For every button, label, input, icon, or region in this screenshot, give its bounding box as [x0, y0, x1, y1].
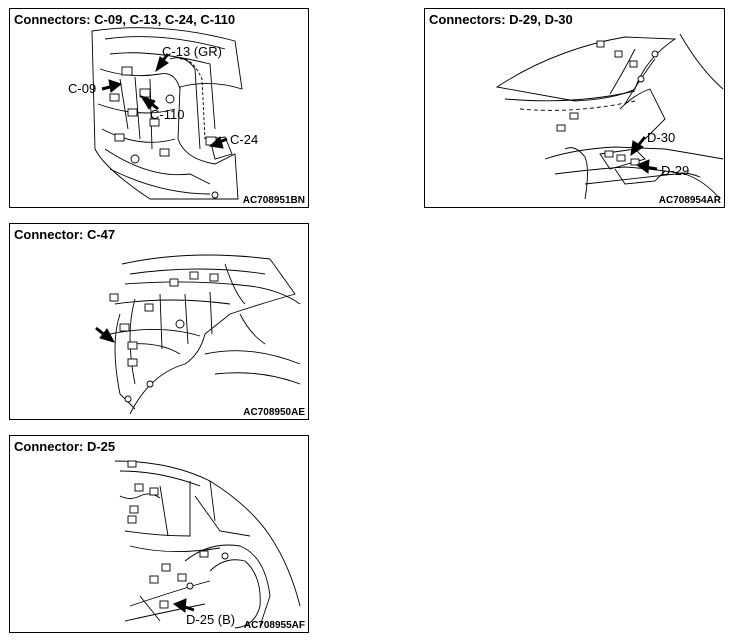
callout-c110: C-110: [150, 107, 184, 122]
figure-code: AC708955AF: [243, 620, 305, 631]
rear-door-area-wiring-illustration: D-25 (B): [114, 460, 301, 629]
instrument-panel-wiring-illustration: [95, 254, 301, 415]
diagram-panel-d25: Connector: D-25 D-25 (B): [9, 435, 309, 633]
callout-c24: C-24: [230, 132, 258, 147]
callout-d25: D-25 (B): [186, 612, 235, 627]
diagram-panel-c47: Connector: C-47 AC708950AE: [9, 223, 309, 420]
rear-body-wiring-illustration: D-30 D-29: [495, 33, 724, 200]
panel-title: Connector: C-47: [14, 227, 116, 242]
panel-title: Connectors: C-09, C-13, C-24, C-110: [14, 12, 236, 27]
diagram-panel-d29-d30: Connectors: D-29, D-30 D-30: [424, 8, 725, 208]
callout-c09: C-09: [68, 81, 96, 96]
figure-code: AC708951BN: [242, 195, 305, 206]
figure-code: AC708954AR: [658, 195, 721, 206]
callout-c13: C-13 (GR): [162, 44, 222, 59]
panel-title: Connectors: D-29, D-30: [429, 12, 573, 27]
figure-code: AC708950AE: [243, 407, 305, 418]
diagram-panel-c09-c13-c24-c110: Connectors: C-09, C-13, C-24, C-110: [9, 8, 309, 208]
panel-title: Connector: D-25: [14, 439, 116, 454]
callout-d29: D-29: [661, 163, 689, 178]
callout-d30: D-30: [647, 130, 675, 145]
dashboard-wiring-illustration: C-13 (GR) C-09 C-110 C-24: [68, 27, 258, 200]
